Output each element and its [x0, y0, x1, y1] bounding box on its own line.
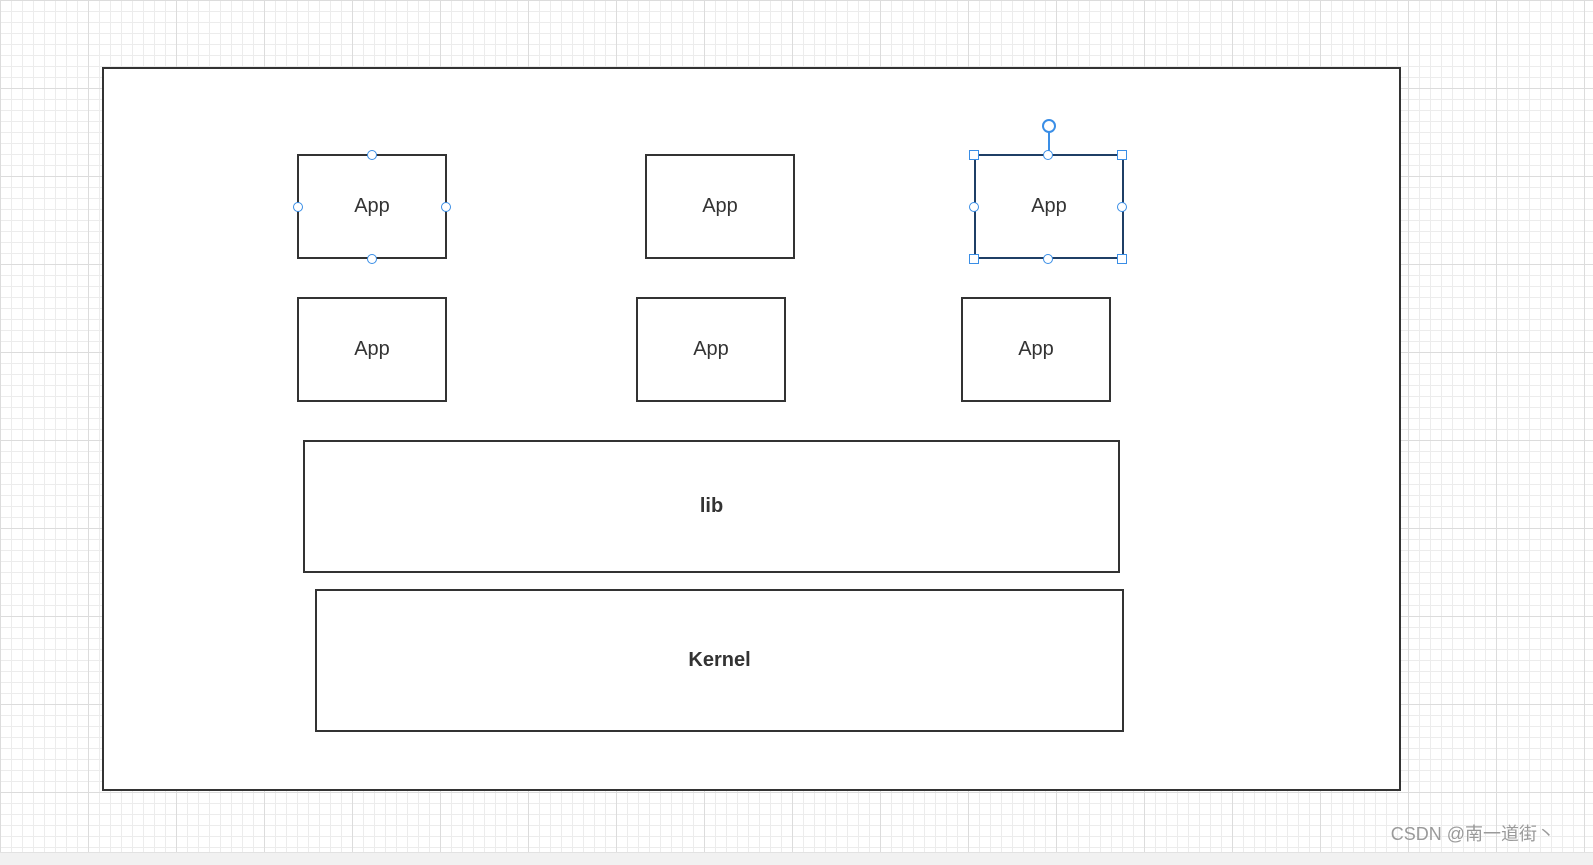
- app-label-6: App: [1018, 338, 1054, 360]
- connection-point-left[interactable]: [293, 202, 303, 212]
- app-shape-5[interactable]: App: [636, 297, 786, 402]
- rotate-handle-line: [1048, 132, 1050, 154]
- resize-handle-top-left[interactable]: [969, 150, 979, 160]
- app-label-2: App: [702, 195, 738, 217]
- connection-point-right[interactable]: [441, 202, 451, 212]
- resize-handle-right[interactable]: [1117, 202, 1127, 212]
- resize-handle-top-right[interactable]: [1117, 150, 1127, 160]
- connection-point-top[interactable]: [367, 150, 377, 160]
- resize-handle-bottom-right[interactable]: [1117, 254, 1127, 264]
- watermark: CSDN @南一道街丶: [1390, 824, 1555, 844]
- resize-handle-top[interactable]: [1043, 150, 1053, 160]
- kernel-shape[interactable]: Kernel: [315, 589, 1124, 732]
- resize-handle-bottom-left[interactable]: [969, 254, 979, 264]
- app-shape-4[interactable]: App: [297, 297, 447, 402]
- app-shape-1[interactable]: App: [297, 154, 447, 259]
- resize-handle-bottom[interactable]: [1043, 254, 1053, 264]
- rotate-handle[interactable]: [1042, 119, 1056, 133]
- app-shape-2[interactable]: App: [645, 154, 795, 259]
- connection-point-bottom[interactable]: [367, 254, 377, 264]
- app-shape-6[interactable]: App: [961, 297, 1111, 402]
- lib-shape[interactable]: lib: [303, 440, 1120, 573]
- app-label-5: App: [693, 338, 729, 360]
- resize-handle-left[interactable]: [969, 202, 979, 212]
- app-label-4: App: [354, 338, 390, 360]
- app-shape-3-selected[interactable]: App: [974, 154, 1124, 259]
- app-label-1: App: [354, 195, 390, 217]
- kernel-label: Kernel: [688, 649, 751, 671]
- app-label-3: App: [1031, 195, 1067, 217]
- bottom-scrollbar-area[interactable]: [0, 852, 1593, 865]
- lib-label: lib: [699, 495, 724, 517]
